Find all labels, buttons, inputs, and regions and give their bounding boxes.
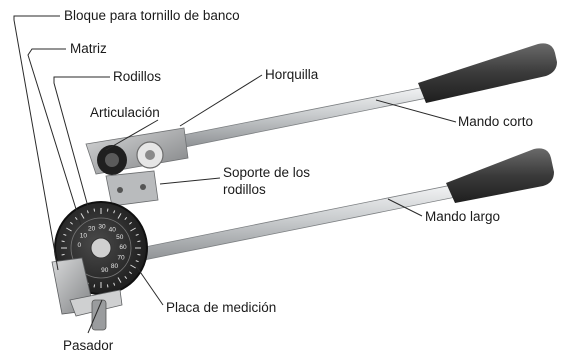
label-vise-block: Bloque para tornillo de banco xyxy=(64,8,240,23)
dial-tick xyxy=(135,233,139,236)
leader-mando-largo xyxy=(387,198,423,217)
pin xyxy=(69,289,123,331)
dial-number: 0 xyxy=(77,242,81,249)
label-short-handle: Mando corto xyxy=(458,114,534,129)
leader-rodillos xyxy=(53,76,110,215)
dial-number: 10 xyxy=(80,232,88,239)
dial-number: 70 xyxy=(117,255,125,262)
leader-lines xyxy=(13,15,457,334)
leader-articulacion xyxy=(105,119,159,151)
dial-tick xyxy=(124,276,128,279)
dial-tick xyxy=(117,213,122,219)
dial-tick xyxy=(93,284,96,288)
dial-number: 40 xyxy=(109,227,117,234)
dial-tick xyxy=(113,282,116,286)
dial-number: 80 xyxy=(111,263,119,270)
dial-tick xyxy=(124,217,128,220)
dial-number: 90 xyxy=(101,267,109,274)
roller-support xyxy=(105,170,159,207)
dial-number: 30 xyxy=(98,224,106,231)
dial-tick xyxy=(61,253,65,256)
dial-tick xyxy=(129,271,132,275)
label-fork: Horquilla xyxy=(265,67,319,82)
dial-tick xyxy=(70,221,73,225)
dial-number: 20 xyxy=(88,226,96,233)
leader-bloque xyxy=(13,15,60,271)
dial-number: 60 xyxy=(119,244,127,251)
leader-matriz xyxy=(27,48,82,226)
dial-tick xyxy=(130,227,136,232)
dial-tick xyxy=(93,208,96,212)
dial-tick xyxy=(80,213,85,219)
label-rollers: Rodillos xyxy=(113,69,162,84)
leader-horquilla xyxy=(179,74,263,127)
label-joint: Articulación xyxy=(90,105,160,120)
leader-soporte xyxy=(159,177,221,185)
dial-tick xyxy=(61,240,65,243)
dial-tick xyxy=(117,277,122,283)
label-die: Matriz xyxy=(70,41,107,56)
fork xyxy=(85,127,189,175)
label-roller-support-line1: Soporte de los xyxy=(223,165,311,180)
dial-tick xyxy=(137,240,141,243)
dial-number: 50 xyxy=(116,234,124,241)
leader-placa xyxy=(133,262,164,306)
dial-tick xyxy=(137,253,141,256)
dial-tick xyxy=(129,221,132,225)
label-pin: Pasador xyxy=(63,338,114,353)
long-handle xyxy=(129,148,554,263)
dial-tick xyxy=(106,284,109,288)
dial-tick xyxy=(135,260,139,263)
label-measuring-plate: Placa de medición xyxy=(166,300,277,315)
long-handle-grip xyxy=(446,148,554,203)
dial-tick xyxy=(74,217,78,220)
dial-tick xyxy=(66,227,72,232)
leader-mando-corto xyxy=(375,99,457,123)
short-handle xyxy=(177,43,557,149)
dial-tick xyxy=(113,210,116,214)
label-long-handle: Mando largo xyxy=(425,209,501,224)
label-roller-support-line2: rodillos xyxy=(223,182,266,197)
leader-pasador xyxy=(87,299,103,334)
dial-tick xyxy=(63,233,67,236)
short-handle-grip xyxy=(418,43,557,103)
dial-tick xyxy=(130,264,136,269)
dial-tick xyxy=(86,210,89,214)
dial-tick xyxy=(106,208,109,212)
